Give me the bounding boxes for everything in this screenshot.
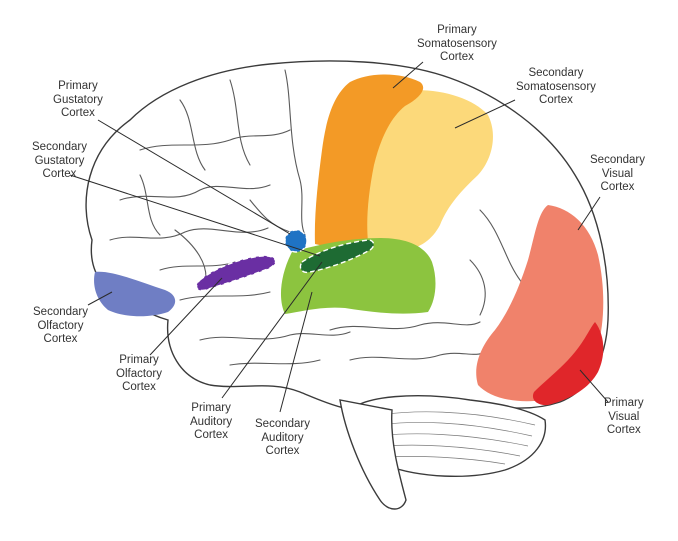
- label-line: Cortex: [265, 445, 300, 457]
- label-line: Visual: [608, 410, 640, 423]
- label-line: Primary: [58, 80, 98, 92]
- primary-auditory-dashed-outline: [299, 239, 375, 274]
- label-primary-auditory: Primary Auditory Cortex: [190, 402, 232, 443]
- primary-gustatory-dashed-outline: [284, 229, 308, 253]
- label-line: Cortex: [122, 381, 156, 393]
- label-line: Visual: [601, 167, 634, 180]
- leader-primary-gustatory: [97, 119, 291, 235]
- leader-secondary-visual: [577, 196, 601, 231]
- label-primary-olfactory: Primary Olfactory Cortex: [116, 354, 162, 395]
- label-line: Olfactory: [37, 319, 84, 332]
- label-line: Auditory: [261, 431, 304, 444]
- label-line: Cortex: [606, 424, 641, 436]
- label-secondary-gustatory: Secondary Gustatory Cortex: [32, 141, 87, 182]
- label-line: Secondary: [32, 141, 87, 153]
- leader-secondary-olfactory: [87, 291, 113, 306]
- label-line: Gustatory: [34, 154, 85, 167]
- label-line: Secondary: [33, 306, 88, 318]
- primary-somatosensory-region: [314, 74, 424, 247]
- primary-auditory-region: [300, 240, 374, 273]
- label-line: Cortex: [43, 333, 78, 345]
- label-secondary-visual: Secondary Visual Cortex: [590, 154, 645, 195]
- leader-secondary-auditory: [279, 291, 313, 413]
- label-primary-somatosensory: Primary Somatosensory Cortex: [417, 24, 497, 65]
- label-primary-gustatory: Primary Gustatory Cortex: [53, 80, 103, 121]
- label-line: Primary: [119, 354, 159, 366]
- label-line: Auditory: [190, 415, 233, 428]
- label-line: Somatosensory: [516, 80, 596, 93]
- leader-primary-visual: [579, 369, 609, 403]
- primary-olfactory-dashed-outline: [195, 255, 277, 292]
- leader-secondary-gustatory: [69, 174, 321, 257]
- leader-primary-olfactory: [149, 277, 223, 356]
- label-line: Secondary: [528, 67, 584, 79]
- label-primary-visual: Primary Visual Cortex: [604, 397, 644, 438]
- label-line: Cortex: [539, 94, 573, 106]
- label-line: Cortex: [60, 107, 95, 119]
- leader-primary-auditory: [221, 261, 323, 399]
- label-secondary-olfactory: Secondary Olfactory Cortex: [33, 306, 88, 347]
- label-line: Olfactory: [116, 367, 163, 380]
- label-line: Primary: [437, 24, 477, 36]
- label-line: Cortex: [42, 168, 77, 180]
- leader-secondary-somatosensory: [454, 99, 516, 129]
- label-line: Primary: [191, 402, 231, 414]
- label-secondary-somatosensory: Secondary Somatosensory Cortex: [516, 67, 596, 108]
- label-secondary-auditory: Secondary Auditory Cortex: [255, 418, 310, 459]
- secondary-somatosensory-region: [359, 90, 493, 251]
- brainstem: [339, 399, 407, 510]
- label-line: Cortex: [194, 429, 229, 441]
- label-line: Somatosensory: [417, 37, 497, 50]
- secondary-olfactory-region: [94, 271, 176, 317]
- label-line: Cortex: [600, 181, 635, 193]
- label-line: Cortex: [440, 51, 474, 63]
- secondary-visual-region: [476, 205, 604, 402]
- primary-olfactory-region: [196, 255, 276, 291]
- label-line: Primary: [604, 397, 644, 409]
- primary-visual-region: [532, 322, 604, 406]
- leader-primary-somatosensory: [392, 61, 424, 89]
- label-line: Secondary: [590, 154, 645, 166]
- label-line: Gustatory: [53, 93, 103, 106]
- label-line: Secondary: [255, 418, 310, 430]
